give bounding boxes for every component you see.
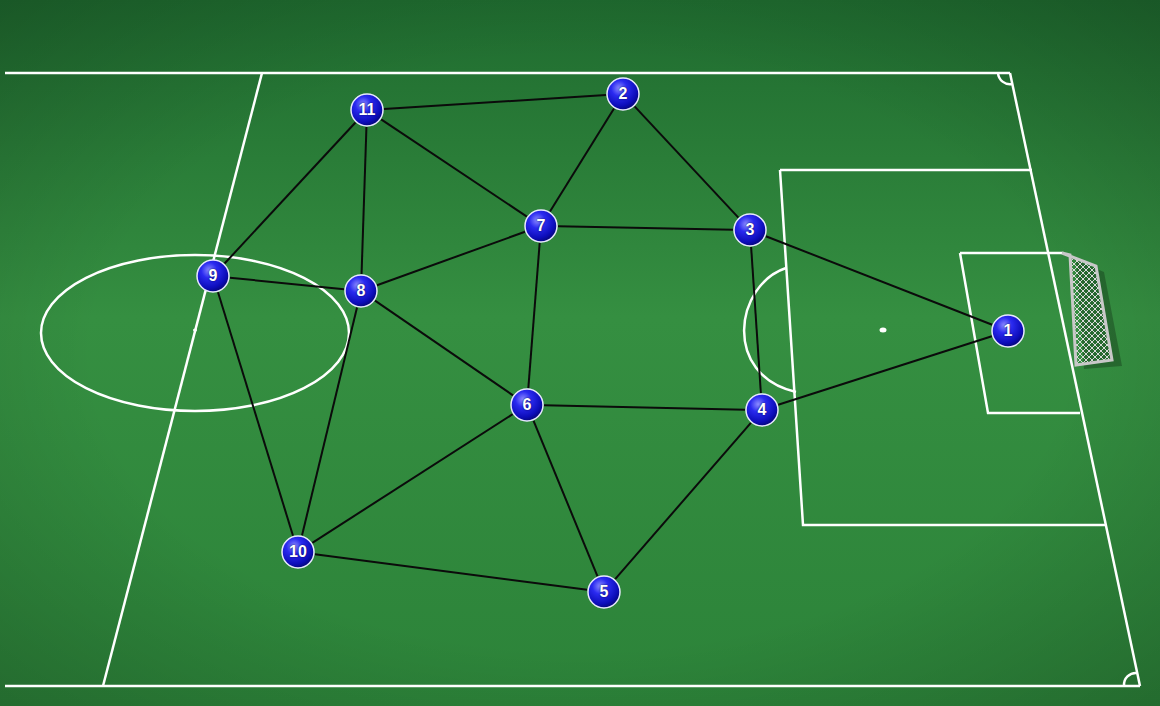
pass-line	[544, 405, 745, 409]
player-number: 11	[350, 101, 384, 119]
player-number: 8	[344, 282, 378, 300]
halfway-line	[103, 73, 262, 686]
player-number: 3	[733, 221, 767, 239]
player-number: 10	[281, 543, 315, 561]
player-marker: 2	[606, 77, 640, 111]
touchline	[5, 685, 1140, 688]
pass-line	[302, 308, 357, 536]
player-number: 7	[524, 217, 558, 235]
player-marker: 11	[350, 93, 384, 127]
player-marker: 6	[510, 388, 544, 422]
pass-line	[778, 336, 992, 405]
player-marker: 5	[587, 575, 621, 609]
player-number: 1	[991, 322, 1025, 340]
player-circle	[197, 260, 229, 292]
pass-line	[766, 236, 992, 325]
player-marker: 10	[281, 535, 315, 569]
goal-line	[1010, 73, 1140, 686]
player-marker: 9	[196, 259, 230, 293]
pass-line	[381, 119, 527, 216]
pass-line	[230, 278, 344, 290]
player-marker: 4	[745, 393, 779, 427]
pass-line	[315, 554, 587, 590]
penalty-arc	[744, 268, 796, 392]
pass-line	[377, 232, 525, 285]
penalty-box	[780, 169, 1032, 172]
corner-arc	[1124, 673, 1137, 686]
player-circle	[588, 576, 620, 608]
pass-line	[375, 301, 513, 396]
player-circle	[345, 275, 377, 307]
goal-net	[1062, 253, 1112, 365]
player-marker: 3	[733, 213, 767, 247]
touchline	[5, 72, 1010, 75]
player-number: 4	[745, 401, 779, 419]
player-number: 6	[510, 396, 544, 414]
pass-line	[751, 247, 761, 393]
centre-circle	[41, 255, 349, 411]
player-circle	[992, 315, 1024, 347]
pass-line	[218, 292, 293, 536]
player-circle	[282, 536, 314, 568]
pass-line	[615, 423, 751, 579]
pitch-lines	[5, 73, 1140, 686]
player-circle	[746, 394, 778, 426]
pass-line	[558, 226, 733, 229]
penalty-box	[780, 170, 1105, 525]
player-circle	[511, 389, 543, 421]
penalty-spot	[880, 328, 887, 333]
pass-line	[384, 95, 606, 109]
player-circle	[525, 210, 557, 242]
pass-line	[635, 106, 739, 217]
player-circle	[734, 214, 766, 246]
pass-line	[312, 414, 512, 543]
pass-line	[528, 243, 539, 388]
goal-area	[960, 252, 1062, 255]
player-number: 2	[606, 85, 640, 103]
player-marker: 1	[991, 314, 1025, 348]
player-number: 9	[196, 267, 230, 285]
player-marker: 8	[344, 274, 378, 308]
corner-arc	[998, 73, 1012, 84]
goal-area	[960, 253, 1080, 413]
goal-net	[1062, 253, 1122, 369]
centre-spot	[193, 329, 197, 332]
pass-line	[550, 108, 614, 211]
pass-line	[533, 421, 597, 577]
player-marker: 7	[524, 209, 558, 243]
pass-line	[362, 127, 367, 274]
player-circle	[607, 78, 639, 110]
pass-line	[225, 122, 356, 263]
player-circle	[351, 94, 383, 126]
player-number: 5	[587, 583, 621, 601]
